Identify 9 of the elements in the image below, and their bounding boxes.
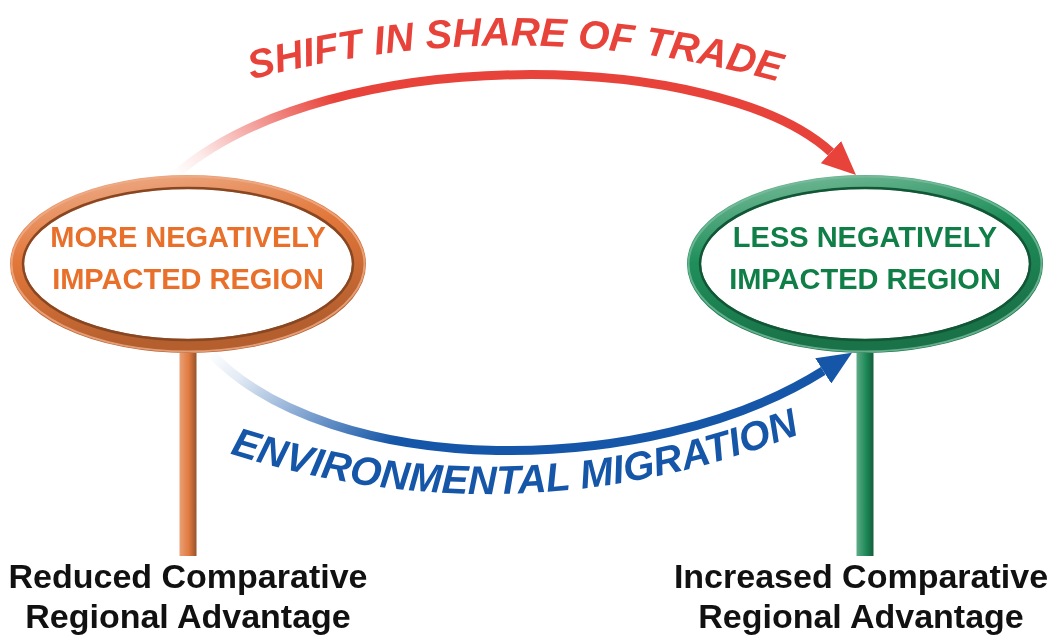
stem-connector [179, 353, 197, 556]
node-label: LESS NEGATIVELY IMPACTED REGION [728, 220, 1002, 297]
edge-label: SHIFT IN SHARE OF TRADE [242, 9, 788, 90]
ellipse-node [10, 175, 366, 353]
ellipse-node [687, 175, 1043, 353]
node-label: MORE NEGATIVELY IMPACTED REGION [49, 220, 327, 297]
stem-connector [856, 353, 874, 556]
caption-text: Increased Comparative Regional Advantage [665, 556, 1057, 636]
caption-text: Reduced Comparative Regional Advantage [0, 556, 376, 636]
